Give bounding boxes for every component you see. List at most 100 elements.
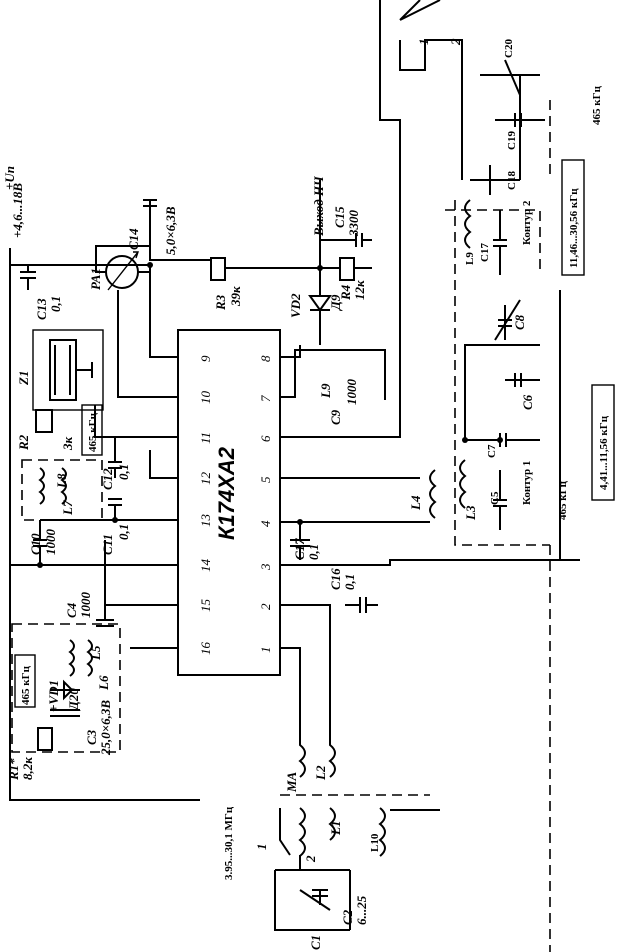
vd2-value: Д9 [328, 294, 343, 311]
l3-label: L3 [463, 505, 478, 521]
c13-value: 0,1 [48, 296, 63, 312]
left-rail [9, 248, 200, 801]
if-465-contour1: 465 кГц [557, 480, 569, 520]
svg-text:1: 1 [258, 647, 273, 654]
svg-text:11: 11 [198, 432, 213, 444]
c16-label: С16 [328, 568, 343, 590]
svg-text:10: 10 [198, 391, 213, 405]
c2-label: С2 [340, 909, 355, 925]
c15-value: 3300 [346, 210, 361, 238]
svg-text:9: 9 [198, 355, 213, 362]
switch-pos-1: 1 [416, 39, 431, 46]
c14-wire [143, 199, 216, 268]
c6-label: С6 [520, 394, 535, 410]
coil-l4 [429, 469, 437, 519]
c14-label: С14 [126, 228, 141, 250]
contour-2-label: Контур 2 [521, 200, 533, 245]
switch-pos-2: 2 [448, 38, 463, 46]
c16-value: 0,1 [342, 574, 357, 590]
svg-text:4: 4 [258, 520, 273, 527]
svg-text:6: 6 [258, 435, 273, 442]
pin2-wire [280, 604, 331, 720]
l5-label: L5 [88, 645, 103, 661]
coil-l2 [298, 720, 336, 778]
l6-label: L6 [96, 675, 111, 691]
svg-text:11,46...30,56 кГц: 11,46...30,56 кГц [568, 188, 580, 268]
pin15-wire [104, 540, 178, 606]
c15-label: С15 [332, 206, 347, 228]
c14-value: 5,0×6,3В [163, 206, 178, 255]
z1-freq: 465 кГц [87, 412, 99, 452]
coil-l5 [68, 639, 75, 677]
vd2-diode [308, 268, 332, 345]
c8-label: С8 [512, 314, 527, 330]
c17b-label: С17 [479, 243, 491, 262]
svg-text:15: 15 [198, 599, 213, 613]
r3-label: R3 [213, 294, 228, 311]
r1-value: 8,2к [20, 757, 35, 780]
c12-value: 0,1 [116, 464, 131, 480]
c8-trimmer [485, 299, 540, 346]
l9-label: L9 [318, 383, 333, 399]
pin10-wire [117, 290, 178, 398]
c17-value: 0,1 [306, 544, 321, 560]
l8-label: L8 [54, 473, 69, 489]
svg-text:2: 2 [258, 603, 273, 610]
z1-label: Z1 [16, 371, 31, 386]
l2-label: L2 [313, 765, 328, 781]
resistor-r2 [35, 409, 53, 433]
z1-freq-box [81, 404, 103, 456]
l7-l8-shield [21, 459, 103, 521]
contour-1-frame [454, 200, 550, 546]
c3-label: С3 [84, 729, 99, 745]
coil-l6 [86, 639, 93, 677]
c12-label: С12 [100, 468, 115, 490]
coil-l8 [38, 467, 45, 505]
right-pin-numbers: 8 7 6 5 4 3 2 1 [258, 355, 273, 653]
coil-l3 [459, 459, 467, 509]
r4-value: 12к [352, 280, 367, 300]
resistor-r4 [339, 257, 355, 281]
switch-pos-1b: 1 [254, 844, 269, 851]
r3-value: 39к [228, 286, 243, 307]
c1-label: С1 [308, 935, 323, 950]
pin7-wire [280, 349, 386, 400]
svg-text:7: 7 [258, 395, 273, 402]
f465a-box [14, 654, 36, 708]
c13-plates [20, 271, 36, 290]
l7-label: L7 [60, 500, 75, 516]
switch-pos-2b: 2 [303, 855, 318, 863]
vd1-value: Д20 [66, 688, 81, 711]
ic-chip [177, 329, 281, 676]
svg-text:5: 5 [258, 476, 273, 483]
pin9-wire [149, 270, 178, 358]
r1-label: R1* [6, 758, 21, 781]
c4-label: С4 [64, 602, 79, 618]
c11-label: С11 [100, 534, 115, 555]
chip-name: К174ХА2 [214, 446, 239, 540]
r4-label: R4 [338, 284, 353, 301]
c17-ground [290, 522, 310, 560]
z1-frame [32, 329, 104, 411]
c18-label: С18 [506, 171, 518, 190]
l9b-label: L9 [464, 252, 476, 265]
band-2-box: 11,46...30,56 кГц [561, 159, 585, 276]
pin1-wire [280, 647, 301, 720]
c2-value: 6...25 [354, 895, 369, 925]
input-range: 3.95...30,1 МГц [223, 806, 235, 880]
l5-l6-shield [11, 623, 121, 753]
svg-text:16: 16 [198, 642, 213, 656]
pin12-wire [149, 450, 178, 479]
c10-value: 1000 [43, 529, 58, 556]
l4-label: L4 [408, 495, 423, 511]
if-465-contour2: 465 кГц [591, 85, 603, 125]
l10-label: L10 [369, 833, 381, 852]
c3-value: 25,0×6,3В [98, 700, 113, 756]
l1-label: L1 [328, 821, 343, 836]
coil-l1 [298, 807, 336, 857]
band-bracket [559, 290, 580, 561]
c16-ground [345, 597, 378, 613]
svg-text:3: 3 [258, 563, 273, 571]
pin3-wire [280, 559, 580, 566]
